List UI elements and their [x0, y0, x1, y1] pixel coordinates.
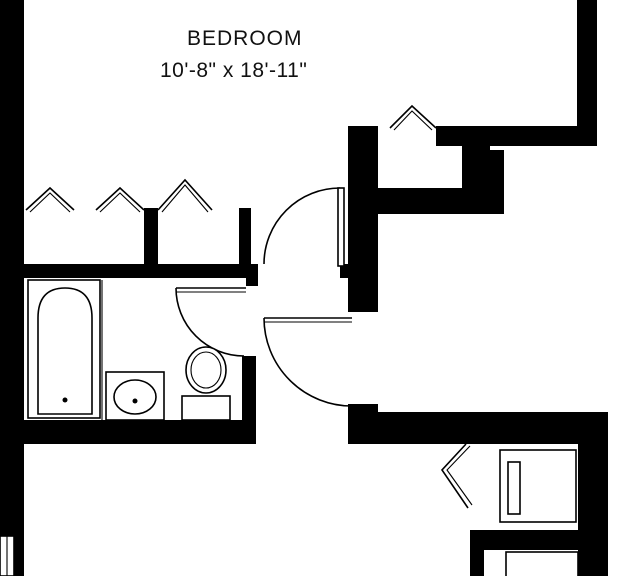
- bifold-door-lower-right-inner: [446, 445, 473, 506]
- bedroom-closet-divider-1: [144, 208, 158, 274]
- bifold-door-right-a-inner: [161, 184, 209, 213]
- hall-lower-wall: [348, 412, 608, 444]
- bottom-right-ledge: [470, 530, 580, 550]
- bath-top-wall: [24, 264, 256, 278]
- window: [0, 535, 15, 576]
- bifold-door-closet-upper-inner: [393, 110, 433, 131]
- right-upper-wall: [577, 0, 597, 146]
- bifold-door-left-inner: [29, 192, 71, 213]
- left-exterior-wall: [0, 0, 24, 576]
- bifold-door-closet-upper: [389, 104, 437, 129]
- sink-drain: [132, 398, 138, 404]
- bifold-door-left: [25, 186, 75, 211]
- toilet-bowl: [185, 346, 227, 394]
- bifold-door-right-a: [157, 178, 213, 211]
- bottom-right-post: [470, 530, 484, 576]
- bath-fixtures: [27, 279, 231, 421]
- lower-appliance: [505, 551, 579, 576]
- bathtub-drain: [62, 397, 68, 403]
- bedroom-closet-divider-2: [239, 208, 251, 274]
- bath-door-swing: [175, 287, 245, 357]
- doors: [175, 187, 353, 407]
- bedroom-door-leaf: [337, 187, 345, 267]
- appliances: [499, 449, 579, 576]
- closet-top-wall: [436, 126, 597, 146]
- toilet-tank: [181, 395, 231, 421]
- bath-bottom-wall: [24, 420, 256, 444]
- toilet-seat-inner: [190, 351, 222, 389]
- hall-door-swing: [263, 317, 353, 407]
- bath-door-jamb-top: [246, 264, 258, 286]
- appliance-inner: [507, 461, 521, 515]
- closet-step-wall-1: [462, 126, 490, 188]
- bedroom-door-swing: [263, 187, 341, 265]
- room-dimensions-label: 10'-8" x 18'-11": [160, 59, 308, 82]
- bathtub-basin: [37, 287, 93, 415]
- room-name-label: BEDROOM: [187, 27, 303, 50]
- bifold-door-center: [95, 186, 145, 211]
- bifold-doors: [25, 104, 473, 509]
- closet-bottom-wall: [360, 188, 504, 214]
- hall-door-jamb: [340, 264, 350, 278]
- bifold-door-lower-right: [440, 443, 469, 509]
- walls: [0, 0, 608, 576]
- bifold-door-center-inner: [99, 192, 141, 213]
- central-vertical-wall: [348, 126, 378, 312]
- sink-basin: [113, 379, 157, 415]
- right-lower-wall: [578, 412, 608, 576]
